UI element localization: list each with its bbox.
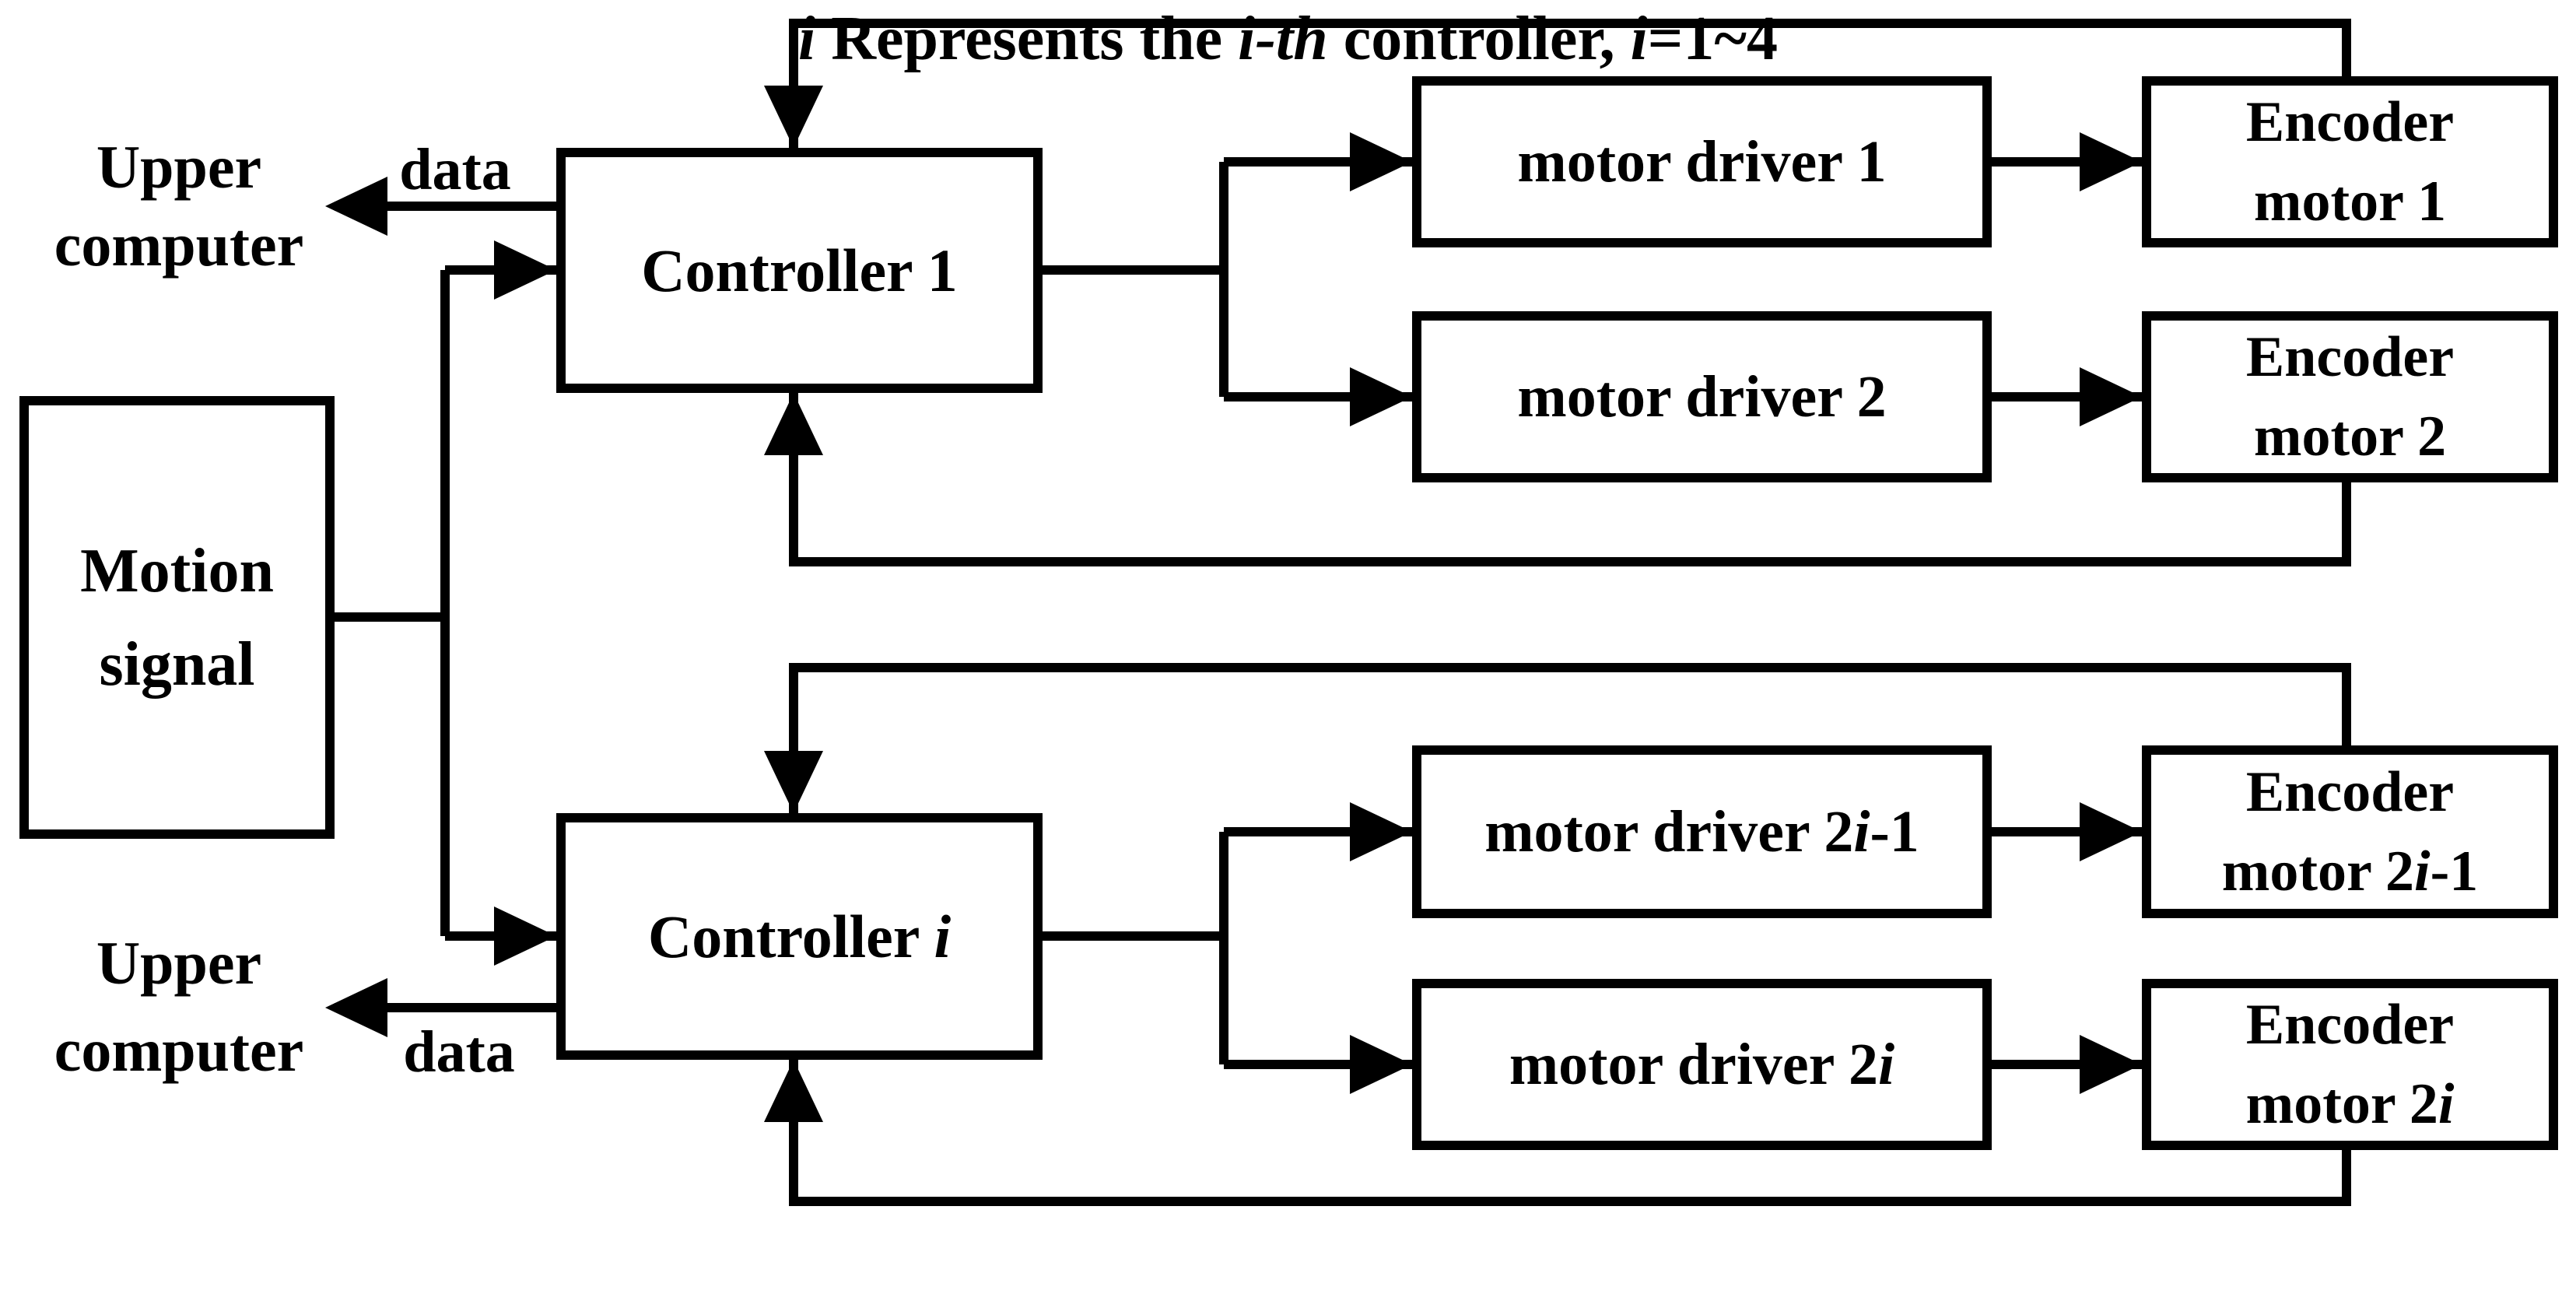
encoder-motor-1-box: Encoder motor 1 — [2142, 76, 2558, 247]
wire-feedback-encoder2i-1-to-controller-i — [764, 663, 2351, 813]
upper-computer-top-line1: Upper — [96, 133, 262, 201]
controller-i-label: Controller i — [647, 902, 952, 970]
caption-var-i-2: i — [1630, 5, 1648, 73]
controller-1-box: Controller 1 — [556, 148, 1043, 393]
encoder-motor-1-label-line1: Encoder — [2245, 90, 2455, 154]
motor-driver-2-label: motor driver 2 — [1517, 364, 1887, 430]
upper-computer-top-line2: computer — [54, 211, 304, 279]
motor-driver-1-label: motor driver 1 — [1517, 129, 1887, 195]
encoder-motor-1-label-line2: motor 1 — [2253, 170, 2447, 233]
encoder-motor-2i-variable: i — [2438, 1072, 2455, 1136]
motion-signal-box: Motion signal — [19, 396, 335, 839]
encoder-motor-2-label-line2: motor 2 — [2253, 405, 2447, 468]
motor-driver-2i-1-variable: i — [1853, 799, 1870, 864]
motor-driver-2i-1-label: motor driver 2i-1 — [1484, 799, 1919, 864]
encoder-motor-2i-label-line1: Encoder — [2245, 993, 2455, 1057]
motor-driver-1-box: motor driver 1 — [1412, 76, 1992, 247]
encoder-motor-2i-1-box: Encoder motor 2i-1 — [2142, 745, 2558, 918]
upper-computer-bottom-line2: computer — [54, 1016, 304, 1084]
motion-signal-label-line1: Motion — [80, 536, 274, 605]
encoder-motor-2i-1-label-line1: Encoder — [2245, 760, 2455, 824]
upper-computer-bottom-line1: Upper — [96, 929, 262, 997]
motor-driver-2i-1-box: motor driver 2i-1 — [1412, 745, 1992, 918]
encoder-motor-2-label-line1: Encoder — [2245, 325, 2455, 389]
motor-driver-2i-label: motor driver 2i — [1509, 1032, 1895, 1097]
wire-motor-driver1-to-encoder1 — [1992, 132, 2142, 191]
encoder-motor-2-box: Encoder motor 2 — [2142, 311, 2558, 482]
upper-computer-top-label: Upper computer — [19, 128, 338, 284]
encoder-motor-2i-box: Encoder motor 2i — [2142, 979, 2558, 1150]
wire-controller1-to-motor-drivers — [1043, 132, 1412, 426]
wire-motor-driver2i-1-to-encoder2i-1 — [1992, 802, 2142, 861]
data-top-label: data — [399, 137, 511, 202]
wire-controller-i-to-motor-drivers — [1043, 802, 1412, 1094]
motion-signal-label-line2: signal — [99, 629, 255, 699]
wire-motor-driver2-to-encoder2 — [1992, 367, 2142, 426]
wire-data-controller-i-to-upper-computer — [325, 978, 556, 1037]
encoder-motor-2i-label-line2: motor 2i — [2245, 1072, 2455, 1136]
wire-motor-driver2i-to-encoder2i — [1992, 1035, 2142, 1094]
controller-i-box: Controller i — [556, 813, 1043, 1060]
caption-var-i-th: i-th — [1238, 5, 1328, 73]
encoder-motor-2i-1-variable: i — [2414, 840, 2431, 903]
encoder-motor-2i-1-label-line2: motor 2i-1 — [2221, 840, 2479, 903]
wire-feedback-encoder2i-to-controller-i — [764, 1060, 2351, 1206]
caption-var-i-1: i — [798, 5, 816, 73]
controller-i-variable: i — [934, 902, 952, 970]
wire-motion-signal-to-controllers — [335, 240, 556, 966]
wire-feedback-encoder2-to-controller1 — [764, 393, 2351, 566]
motor-driver-2i-variable: i — [1878, 1032, 1895, 1097]
motor-driver-2-box: motor driver 2 — [1412, 311, 1992, 482]
wire-feedback-encoder1-to-controller1 — [764, 19, 2351, 148]
wire-data-controller1-to-upper-computer — [325, 177, 556, 236]
data-bottom-label: data — [403, 1019, 515, 1085]
motor-driver-2i-box: motor driver 2i — [1412, 979, 1992, 1150]
caption: i Represents the i-th controller, i=1~4 — [798, 5, 1778, 73]
controller-1-label: Controller 1 — [641, 236, 958, 304]
